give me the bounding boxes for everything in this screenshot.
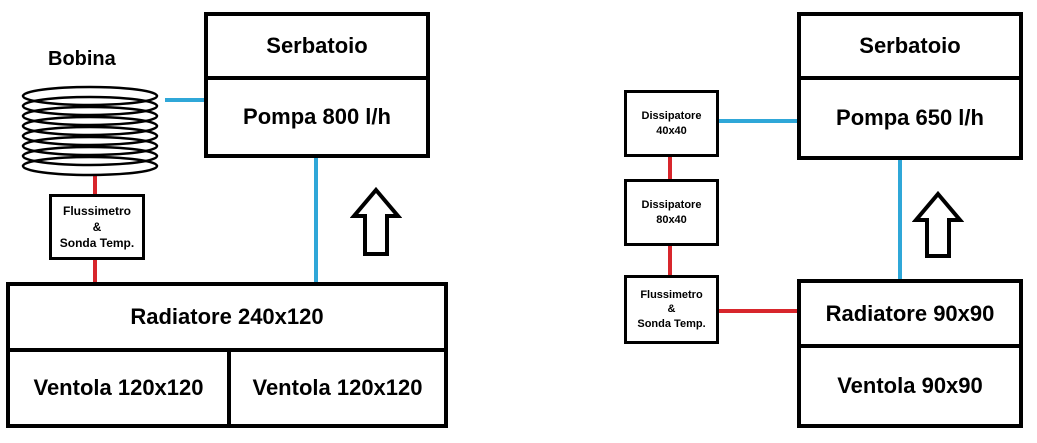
heatsink-40-box: Dissipatore 40x40 [624, 90, 719, 157]
radiator-box: Radiatore 240x120 [6, 282, 448, 352]
up-arrow-icon-right [912, 190, 964, 258]
fan-box-1: Ventola 120x120 [6, 348, 231, 428]
coil-icon [21, 85, 159, 177]
tank-label-right: Serbatoio [859, 33, 961, 58]
radiator-label: Radiatore 240x120 [130, 304, 324, 329]
heatsink-40-line2: 40x40 [656, 124, 687, 137]
fan-label-2: Ventola 120x120 [252, 375, 423, 400]
pump-box: Pompa 800 l/h [204, 76, 430, 158]
flowmeter-box-right: Flussimetro & Sonda Temp. [624, 275, 719, 344]
flowmeter-right-line1: Flussimetro [640, 289, 703, 302]
tank-label: Serbatoio [266, 33, 368, 58]
flowmeter-line3: Sonda Temp. [59, 236, 135, 251]
heatsink-40-line1: Dissipatore [641, 110, 702, 123]
flowmeter-box: Flussimetro & Sonda Temp. [49, 194, 145, 260]
up-arrow-icon [350, 186, 402, 256]
heatsink-80-line1: Dissipatore [641, 199, 702, 212]
radiator-label-right: Radiatore 90x90 [825, 300, 995, 326]
flowmeter-line2: & [92, 219, 102, 234]
fan-label-1: Ventola 120x120 [33, 375, 204, 400]
heatsink-80-box: Dissipatore 80x40 [624, 179, 719, 246]
flowmeter-line1: Flussimetro [62, 203, 131, 218]
pump-box-right: Pompa 650 l/h [797, 76, 1023, 160]
tank-box-right: Serbatoio [797, 12, 1023, 80]
radiator-box-right: Radiatore 90x90 [797, 279, 1023, 348]
tank-box: Serbatoio [204, 12, 430, 80]
fan-box-2: Ventola 120x120 [227, 348, 448, 428]
heatsink-80-line2: 80x40 [656, 213, 687, 226]
flowmeter-right-line2: & [667, 303, 676, 316]
coil-label: Bobina [48, 48, 116, 70]
pump-label: Pompa 800 l/h [243, 104, 391, 129]
pump-label-right: Pompa 650 l/h [836, 105, 984, 130]
fan-box-right: Ventola 90x90 [797, 344, 1023, 428]
fan-label-right: Ventola 90x90 [837, 373, 983, 398]
flowmeter-right-line3: Sonda Temp. [637, 317, 706, 330]
